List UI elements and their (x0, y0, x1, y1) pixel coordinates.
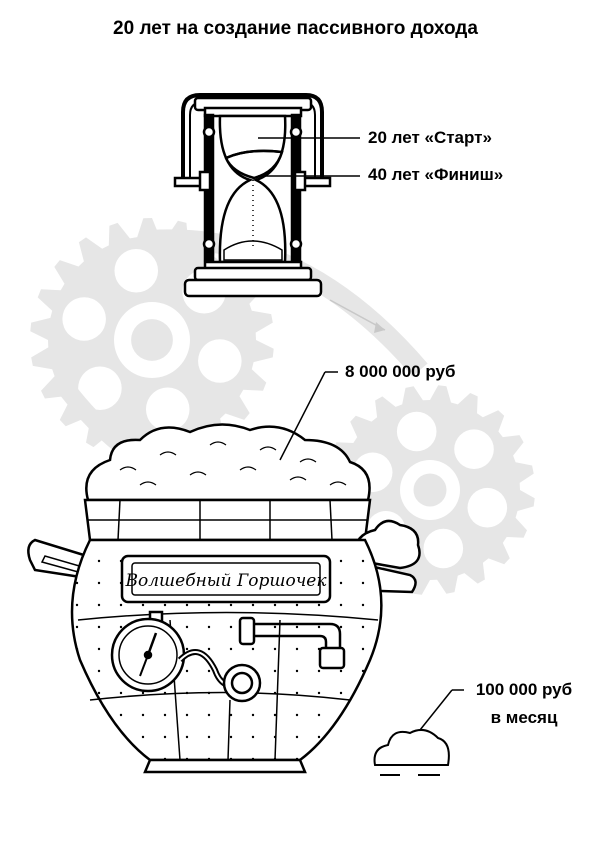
pot-sign-text: Волшебный Горшочек (125, 571, 328, 591)
hourglass-icon (173, 93, 332, 298)
label-capital: 8 000 000 руб (345, 362, 456, 381)
label-income-amount: 100 000 руб (475, 680, 573, 699)
pressure-gauge-icon (110, 610, 346, 703)
hourglass-pointers (258, 137, 360, 177)
label-finish: 40 лет «Финиш» (368, 165, 504, 184)
page-title: 20 лет на создание пассивного дохода (113, 18, 478, 39)
pot-pointer (279, 371, 338, 461)
pot-icon (27, 423, 421, 774)
label-start: 20 лет «Старт» (368, 128, 492, 147)
label-income-period: в месяц (490, 708, 558, 727)
coin-pile-icon (373, 689, 464, 776)
